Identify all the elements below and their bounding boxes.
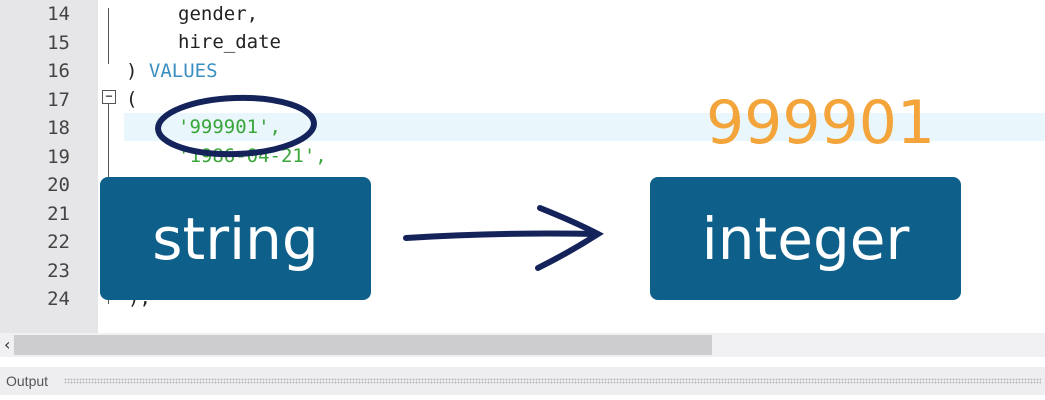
line-number: 19 [47,145,70,168]
panel-grip[interactable] [64,378,1041,384]
arrow-icon [403,205,604,271]
line-number: 20 [47,174,70,196]
fold-collapse-icon[interactable]: − [102,90,116,104]
line-number: 15 [47,31,70,54]
line-number: 14 [47,3,70,25]
code-line-14: gender, [178,3,259,25]
output-panel-title: Output [6,373,49,389]
fold-line [108,8,109,64]
line-number: 22 [47,231,70,253]
scroll-left-icon[interactable]: ‹ [4,335,11,354]
line-number: 18 [47,117,70,139]
code-line-15: hire_date [178,31,281,53]
current-line-highlight [124,113,1045,141]
line-number: 16 [47,60,70,82]
code-line-18: '999901', [178,116,281,138]
code-line-19: '1986-04-21', [178,145,327,167]
line-number-gutter [0,0,98,333]
circle-annotation [155,94,317,158]
integer-value-label: 999901 [706,88,936,158]
paren: ) [126,60,138,82]
code-line-17: ( [126,88,138,110]
line-number: 24 [47,288,70,310]
line-number: 21 [47,202,70,225]
output-panel: Output [0,367,1045,395]
integer-type-box: integer [650,177,961,300]
horizontal-scrollbar[interactable]: ‹ [0,333,1045,357]
line-number: 17 [47,88,70,111]
string-type-box: string [100,177,371,300]
line-number: 23 [47,259,70,282]
scrollbar-thumb[interactable] [14,335,712,355]
keyword-values: VALUES [148,60,218,82]
code-line-16: ) VALUES [126,60,218,82]
annotations [155,94,604,271]
